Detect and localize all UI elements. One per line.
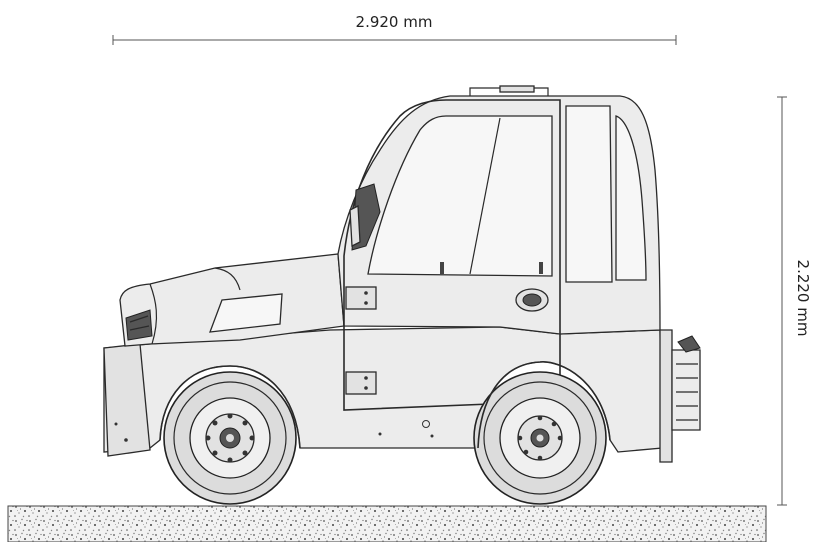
height-label: 2.220 mm — [794, 260, 812, 337]
length-dimension: 2.920 mm — [112, 13, 677, 45]
height-dimension: 2.220 mm — [777, 96, 812, 506]
ground-surface — [7, 505, 767, 542]
tow-tractor — [103, 85, 701, 505]
length-label: 2.920 mm — [356, 13, 433, 31]
rear-wheel — [473, 371, 607, 505]
front-wheel — [163, 371, 297, 505]
